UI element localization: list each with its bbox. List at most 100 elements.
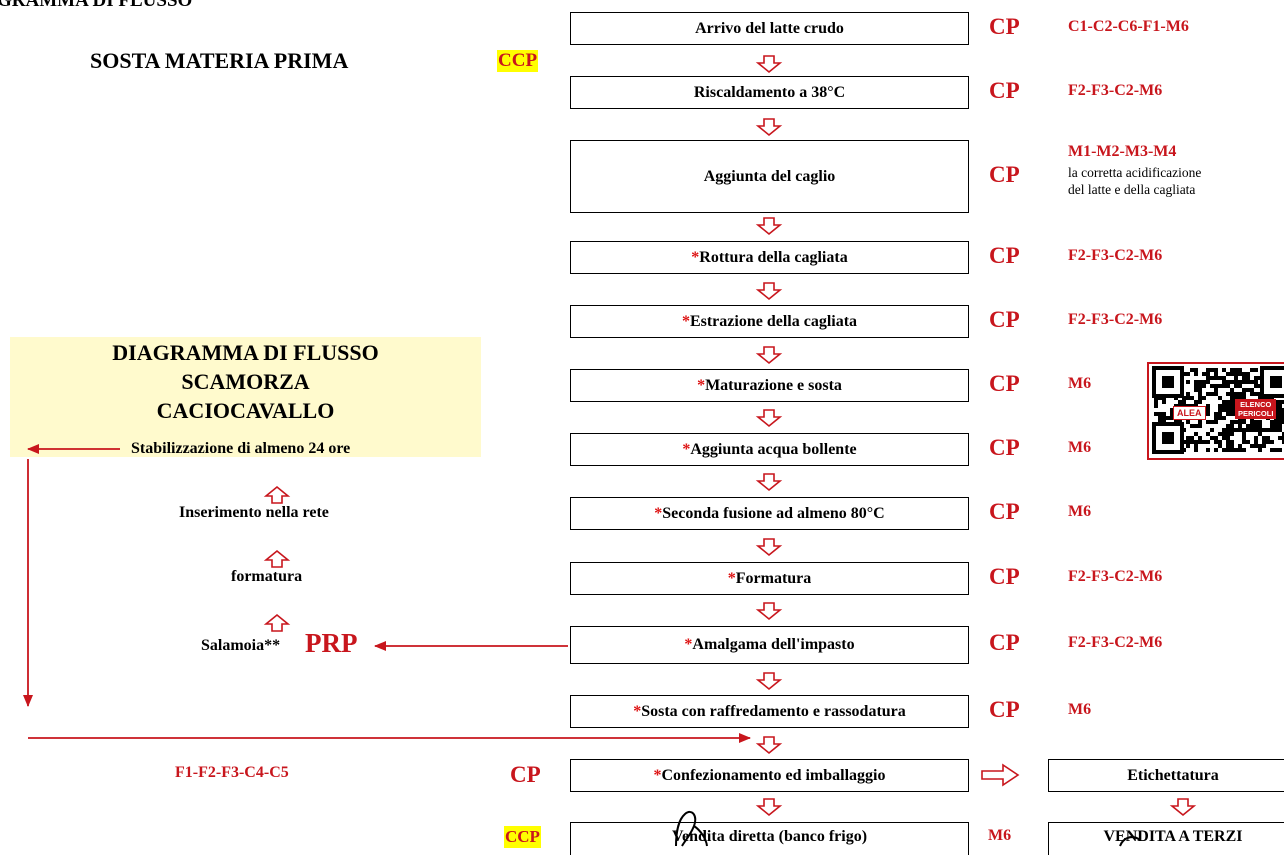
- codes-rottura: F2-F3-C2-M6: [1068, 247, 1163, 264]
- qr-code-card[interactable]: ALEA ELENCO PERICOLI: [1147, 362, 1284, 460]
- codes-arrivo: C1-C2-C6-F1-M6: [1068, 18, 1189, 35]
- step-label-aggiunta-caglio: Aggiunta del caglio: [703, 167, 836, 185]
- diagram-title-line-3: CACIOCAVALLO: [156, 398, 335, 423]
- step-box-sosta-raffreddamento: *Sosta con raffredamento e rassodatura: [570, 695, 969, 728]
- step-label-confezionamento: Confezionamento ed imballaggio: [661, 766, 886, 784]
- sosta-materia-prima-label: SOSTA MATERIA PRIMA: [90, 48, 349, 73]
- step-box-confezionamento: *Confezionamento ed imballaggio: [570, 759, 969, 792]
- cp-marker-amalgama: CP: [989, 630, 1020, 655]
- step-star-estrazione: *: [681, 312, 690, 330]
- cp-marker-riscaldamento: CP: [989, 78, 1020, 103]
- step-star-formatura: *: [727, 569, 736, 587]
- cp-marker-maturazione: CP: [989, 371, 1020, 396]
- step-box-rottura: *Rottura della cagliata: [570, 241, 969, 274]
- step-box-maturazione: *Maturazione e sosta: [570, 369, 969, 402]
- step-label-vendita-diretta: Vendita diretta (banco frigo): [671, 828, 868, 845]
- cp-marker-confezionamento: CP: [510, 762, 541, 787]
- diagram-title-block: [10, 337, 481, 457]
- cp-marker-sosta-raffreddamento: CP: [989, 697, 1020, 722]
- codes-seconda-fusione: M6: [1068, 503, 1092, 520]
- qr-elenco-line-2: PERICOLI: [1238, 409, 1274, 418]
- cut-page-title: GRAMMA DI FLUSSO: [0, 0, 193, 11]
- step-star-rottura: *: [691, 248, 700, 266]
- down-arrow-1: [755, 55, 783, 74]
- codes-formatura: F2-F3-C2-M6: [1068, 568, 1163, 585]
- cp-marker-acqua-bollente: CP: [989, 435, 1020, 460]
- diagram-title-line-2: SCAMORZA: [181, 369, 310, 394]
- qr-elenco-line-1: ELENCO: [1240, 400, 1272, 409]
- note-aggiunta-caglio-line-1: la corretta acidificazione: [1068, 165, 1202, 180]
- step-star-confezionamento: *: [653, 766, 662, 784]
- down-arrow-7: [755, 473, 783, 492]
- down-arrow-6: [755, 409, 783, 428]
- etichettatura-label: Etichettatura: [1127, 766, 1219, 784]
- step-label-amalgama: Amalgama dell'impasto: [692, 636, 855, 653]
- cp-marker-formatura: CP: [989, 564, 1020, 589]
- up-arrow-3: [263, 613, 291, 632]
- codes-riscaldamento: F2-F3-C2-M6: [1068, 82, 1163, 99]
- step-label-arrivo: Arrivo del latte crudo: [695, 19, 844, 37]
- bottom-codes: F1-F2-F3-C4-C5: [175, 764, 289, 781]
- right-arrow-etichettatura: [981, 763, 1020, 787]
- step-label-rottura: Rottura della cagliata: [699, 248, 848, 266]
- stabilizzazione-label: Stabilizzazione di almeno 24 ore: [131, 440, 351, 457]
- step-label-sosta-raffreddamento: Sosta con raffredamento e rassodatura: [641, 702, 906, 720]
- step-box-aggiunta-caglio: Aggiunta del caglio: [570, 140, 969, 213]
- cp-marker-aggiunta-caglio: CP: [989, 162, 1020, 187]
- step-label-estrazione: Estrazione della cagliata: [689, 312, 858, 330]
- down-arrow-8: [755, 538, 783, 557]
- step-label-acqua-bollente: Aggiunta acqua bollente: [690, 440, 857, 458]
- down-arrow-etichettatura: [1169, 798, 1197, 817]
- down-arrow-3: [755, 217, 783, 236]
- step-star-acqua-bollente: *: [682, 440, 691, 458]
- step-box-riscaldamento: Riscaldamento a 38°C: [570, 76, 969, 109]
- note-aggiunta-caglio-line-2: del latte e della cagliata: [1068, 182, 1196, 197]
- codes-maturazione: M6: [1068, 375, 1092, 392]
- up-arrow-2: [263, 549, 291, 568]
- prp-marker: PRP: [305, 628, 358, 658]
- down-arrow-12: [755, 798, 783, 817]
- codes-amalgama: F2-F3-C2-M6: [1068, 634, 1163, 651]
- step-label-riscaldamento: Riscaldamento a 38°C: [693, 83, 846, 101]
- step-label-seconda-fusione: Seconda fusione ad almeno 80°C: [662, 504, 885, 522]
- etichettatura-box: Etichettatura: [1048, 759, 1284, 792]
- cp-marker-estrazione: CP: [989, 307, 1020, 332]
- up-arrow-1: [263, 485, 291, 504]
- vendita-terzi-label: VENDITA A TERZI: [1103, 828, 1243, 845]
- down-arrow-2: [755, 118, 783, 137]
- step-box-arrivo: Arrivo del latte crudo: [570, 12, 969, 45]
- step-label-maturazione: Maturazione e sosta: [705, 376, 842, 394]
- step-box-acqua-bollente: *Aggiunta acqua bollente: [570, 433, 969, 466]
- down-arrow-10: [755, 672, 783, 691]
- codes-aggiunta-caglio: M1-M2-M3-M4: [1068, 143, 1177, 160]
- diagram-title-line-1: DIAGRAMMA DI FLUSSO: [112, 340, 379, 365]
- codes-sosta-raffreddamento: M6: [1068, 701, 1092, 718]
- down-arrow-9: [755, 602, 783, 621]
- cp-marker-seconda-fusione: CP: [989, 499, 1020, 524]
- cp-marker-rottura: CP: [989, 243, 1020, 268]
- sosta-ccp-badge: CCP: [497, 50, 539, 72]
- formatura-label: formatura: [231, 568, 303, 585]
- step-star-sosta-raffreddamento: *: [633, 702, 642, 720]
- step-star-amalgama: *: [684, 636, 693, 653]
- inserimento-rete-label: Inserimento nella rete: [179, 504, 329, 521]
- down-arrow-4: [755, 282, 783, 301]
- qr-elenco-label: ELENCO PERICOLI: [1235, 399, 1277, 419]
- step-box-estrazione: *Estrazione della cagliata: [570, 305, 969, 338]
- step-label-formatura: Formatura: [735, 569, 812, 587]
- qr-brand-label: ALEA: [1173, 406, 1206, 420]
- codes-acqua-bollente: M6: [1068, 439, 1092, 456]
- step-star-seconda-fusione: *: [654, 504, 663, 522]
- down-arrow-5: [755, 346, 783, 365]
- cp-marker-arrivo: CP: [989, 14, 1020, 39]
- vendita-ccp-badge: CCP: [504, 826, 541, 848]
- step-box-amalgama: *Amalgama dell'impasto: [570, 626, 969, 664]
- step-box-seconda-fusione: *Seconda fusione ad almeno 80°C: [570, 497, 969, 530]
- step-star-maturazione: *: [697, 376, 706, 394]
- step-box-formatura: *Formatura: [570, 562, 969, 595]
- down-arrow-11: [755, 736, 783, 755]
- salamoia-label: Salamoia**: [201, 637, 281, 654]
- codes-estrazione: F2-F3-C2-M6: [1068, 311, 1163, 328]
